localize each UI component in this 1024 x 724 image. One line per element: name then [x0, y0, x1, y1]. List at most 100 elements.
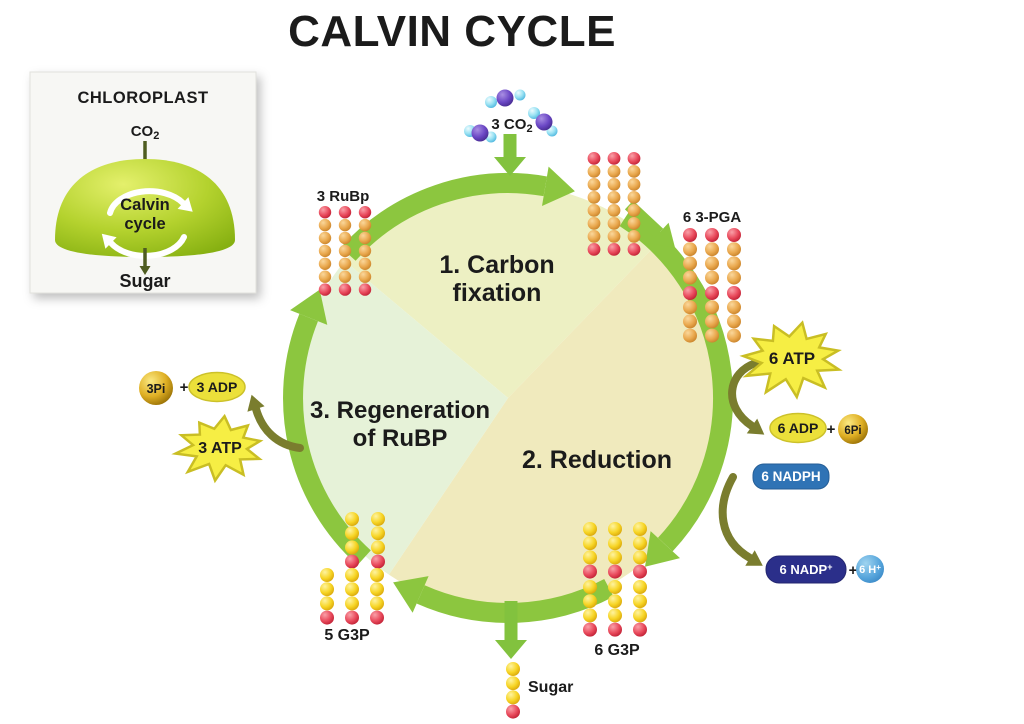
- pi3-sphere: [139, 371, 173, 405]
- bead-orange: [627, 217, 641, 230]
- pi6-label: 6Pi: [844, 425, 861, 437]
- bead-red: [358, 206, 372, 219]
- plus-sign: +: [180, 379, 189, 396]
- bead-red: [705, 286, 719, 300]
- bead-yellow: [371, 540, 385, 555]
- sugar-label: Sugar: [528, 679, 573, 696]
- step-labels: 1. Carbon fixation 2. Reduction 3. Regen…: [310, 251, 672, 474]
- adp3-label: 3 ADP: [197, 379, 238, 395]
- bead-orange: [705, 314, 719, 329]
- bead-red: [318, 206, 332, 219]
- wedge-regeneration: [294, 261, 508, 575]
- arrowhead: [746, 418, 765, 435]
- atp6-label: 6 ATP: [769, 349, 815, 368]
- bead-red: [358, 283, 372, 296]
- page-title: CALVIN CYCLE: [288, 7, 616, 56]
- inset-cycle-arrow-top: [107, 188, 186, 216]
- bead-orange: [607, 204, 621, 217]
- inset-cycle-arrow-bottom: [108, 234, 187, 259]
- bead-red: [633, 622, 647, 637]
- arrowhead: [290, 289, 328, 325]
- nadph-to-nadp-arrow: [718, 473, 754, 562]
- molecule-g3p6: [583, 522, 647, 637]
- bead-orange: [607, 230, 621, 243]
- ring-arc-right: [619, 209, 733, 552]
- bead-orange: [587, 204, 601, 217]
- bead-red: [608, 564, 622, 579]
- bead-yellow: [320, 596, 334, 611]
- plus-sign: +: [849, 562, 858, 579]
- bead-red: [320, 610, 334, 625]
- wedge-carbon-fixation: [344, 184, 656, 398]
- pi6-sphere: [838, 414, 868, 444]
- molecule-g3p5: [320, 512, 385, 625]
- inset-chloroplast-shape: [55, 159, 235, 257]
- bead-orange: [705, 270, 719, 285]
- bead-orange: [338, 218, 352, 232]
- bead-orange: [607, 191, 621, 204]
- arrowhead: [745, 550, 763, 566]
- nadph-pill: [752, 463, 830, 490]
- bead-yellow: [583, 580, 597, 594]
- bead-orange: [318, 257, 332, 270]
- bead-yellow: [345, 568, 359, 582]
- h6-label: 6 H+: [859, 563, 881, 576]
- inset-co2-label: CO2: [131, 123, 160, 142]
- bead-red: [345, 610, 359, 625]
- bead-red: [683, 228, 697, 242]
- bead-orange: [358, 244, 372, 258]
- molecule-sugar: [506, 662, 520, 719]
- step3-label-line1: 3. Regeneration: [310, 397, 490, 424]
- bead-yellow: [583, 522, 597, 536]
- h6-sphere: [856, 555, 884, 583]
- bead-orange: [607, 217, 621, 230]
- atp6-to-adp6-arrow: [728, 359, 760, 430]
- bead-yellow: [370, 582, 384, 597]
- arrowhead: [494, 157, 526, 176]
- bead-yellow: [608, 594, 622, 609]
- arrowhead: [139, 266, 151, 275]
- molecule-pga: [683, 228, 741, 343]
- bead-orange: [587, 165, 601, 178]
- atp3-to-adp3-arrow: [252, 405, 304, 452]
- bead-red: [727, 228, 741, 242]
- bead-orange: [727, 270, 741, 285]
- bead-yellow: [506, 662, 520, 676]
- bead-orange: [338, 231, 352, 245]
- bead-orange: [727, 314, 741, 329]
- bead-orange: [587, 178, 601, 191]
- bead-yellow: [633, 608, 647, 623]
- molecule-intermediate: [587, 152, 641, 256]
- bead-orange: [727, 300, 741, 315]
- bead-orange: [683, 328, 697, 343]
- step1-label-line2: fixation: [453, 279, 542, 307]
- bead-orange: [318, 270, 332, 283]
- inset-cycle-label-2: cycle: [124, 215, 165, 233]
- bead-orange: [358, 231, 372, 245]
- bead-red: [727, 286, 741, 300]
- bead-yellow: [345, 582, 359, 597]
- nadph-label: 6 NADPH: [761, 469, 820, 484]
- bead-red: [506, 704, 520, 719]
- bead-red: [633, 564, 647, 579]
- wedge-reduction: [388, 244, 722, 612]
- bead-yellow: [633, 550, 647, 565]
- bead-red: [607, 152, 621, 165]
- bead-orange: [705, 328, 719, 343]
- step3-label-line2: of RuBP: [353, 425, 448, 452]
- bead-red: [683, 286, 697, 300]
- bead-orange: [358, 257, 372, 270]
- bead-orange: [727, 256, 741, 271]
- arrowhead: [177, 197, 193, 212]
- bead-yellow: [370, 596, 384, 611]
- bead-red: [583, 622, 597, 637]
- bead-orange: [683, 314, 697, 329]
- energy-right: 6 ATP 6 ADP + 6Pi 6 NADPH 6 NADP+ + 6 H+: [739, 320, 884, 584]
- bead-red: [627, 152, 641, 165]
- bead-orange: [587, 217, 601, 230]
- bead-orange: [705, 242, 719, 257]
- nadp-label: 6 NADP+: [780, 562, 833, 577]
- inset-cycle-label-1: Calvin: [120, 196, 170, 214]
- bead-yellow: [320, 568, 334, 582]
